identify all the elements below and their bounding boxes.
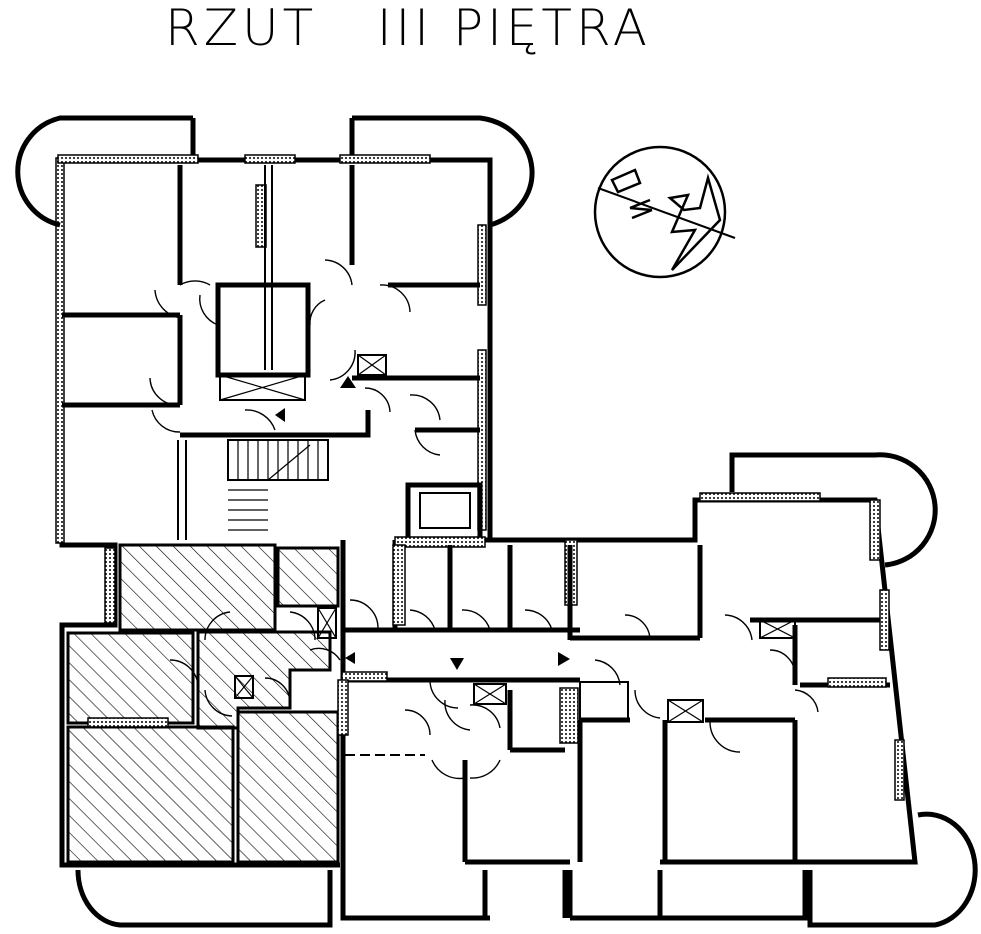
- hatched-area: [66, 543, 340, 928]
- central-corridor: [337, 536, 660, 921]
- balcony-se: [807, 811, 978, 928]
- doors: [149, 259, 819, 780]
- markers: [275, 376, 570, 670]
- compass-icon: [593, 145, 736, 279]
- right-wing: [485, 452, 978, 928]
- balcony-e: [729, 452, 938, 568]
- insulation-left: [55, 157, 65, 544]
- balcony-ne: [349, 115, 535, 228]
- plan-title: RZUT III PIĘTRA: [165, 0, 651, 57]
- balcony-nw: [15, 115, 196, 228]
- balcony-sw: [75, 869, 333, 928]
